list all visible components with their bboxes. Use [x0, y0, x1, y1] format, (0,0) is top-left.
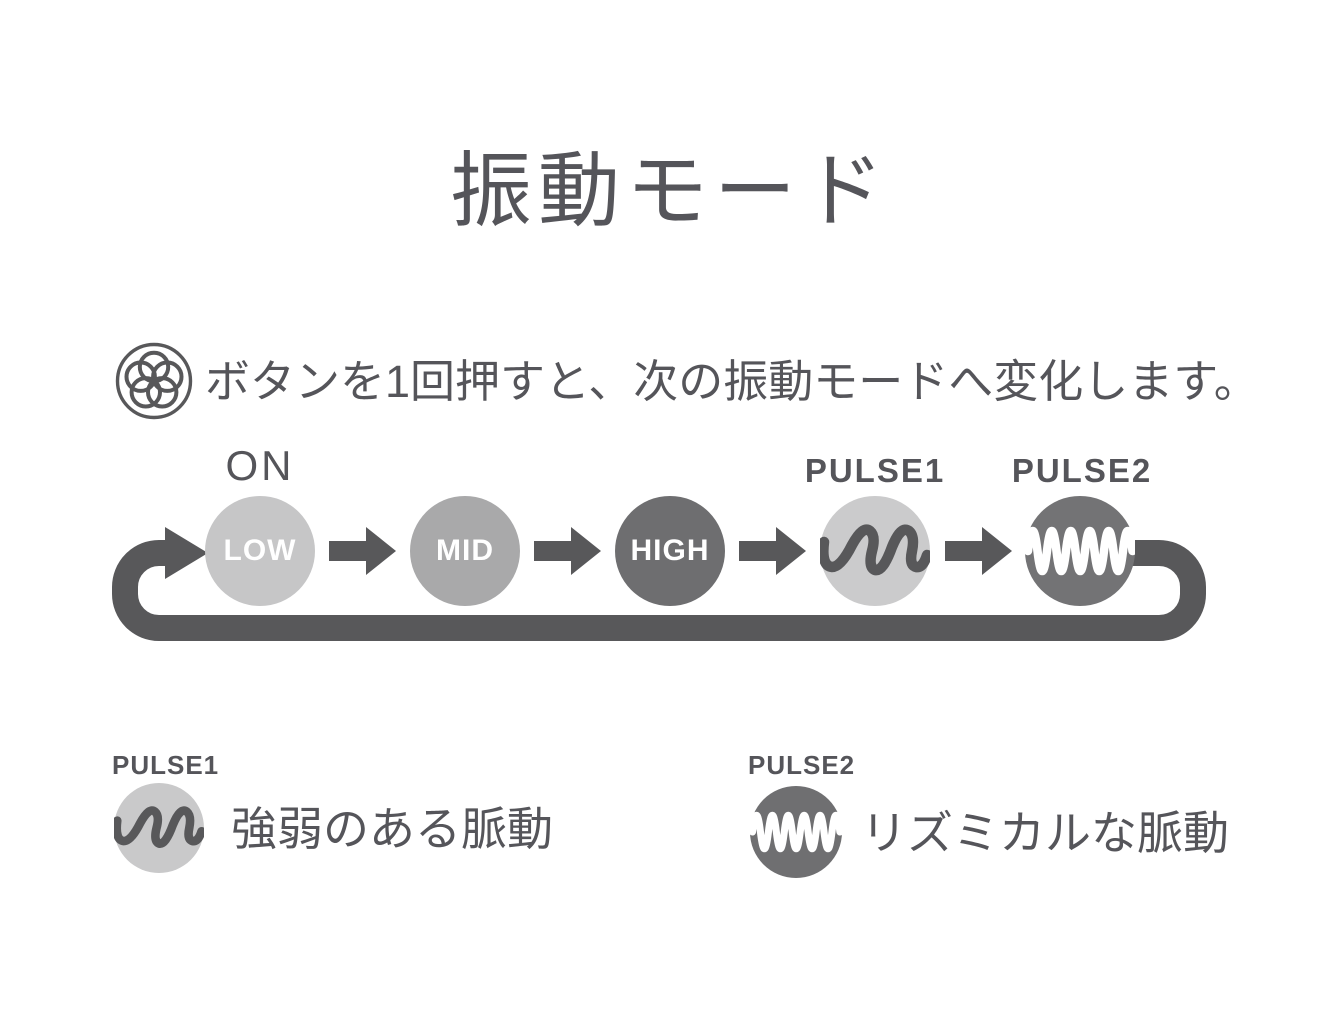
on-label: ON — [225, 442, 295, 489]
flow-diagram: ON PULSE1 PULSE2 LOW MID HIGH — [0, 430, 1340, 680]
note-text: ボタンを1回押すと、次の振動モードへ変化します。 — [205, 356, 1259, 407]
mode-circle-pulse2 — [1025, 496, 1135, 606]
legend-circle-pulse1 — [114, 783, 204, 873]
legend-label-pulse1: PULSE1 — [112, 750, 220, 780]
mode-label: LOW — [223, 534, 297, 567]
pulse2-flow-label: PULSE2 — [1011, 452, 1153, 489]
mode-label: HIGH — [630, 534, 710, 567]
mode-circle-low: LOW — [205, 496, 315, 606]
mode-circle-mid: MID — [410, 496, 520, 606]
flow-arrow — [945, 527, 1012, 575]
loop-arrowhead — [165, 527, 208, 579]
pulse1-flow-label: PULSE1 — [804, 452, 946, 489]
pulse2-wave-icon — [1025, 526, 1135, 576]
pulse2-wave-icon — [750, 811, 842, 853]
legend-description-pulse1: 強弱のある脈動 — [231, 803, 553, 855]
legend-description-pulse2: リズミカルな脈動 — [861, 807, 1229, 859]
flow-arrows-and-loop — [112, 527, 1206, 641]
pulse1-wave-icon — [820, 524, 930, 576]
mode-label: MID — [436, 534, 494, 567]
legend-circle-pulse2 — [750, 786, 842, 878]
loop-arrow-path — [112, 540, 1206, 641]
flower-button-icon — [115, 342, 193, 420]
flow-arrow — [534, 527, 601, 575]
flow-arrow — [329, 527, 396, 575]
pulse1-wave-icon — [114, 806, 204, 848]
flow-arrow — [739, 527, 806, 575]
mode-circle-high: HIGH — [615, 496, 725, 606]
legend-label-pulse2: PULSE2 — [748, 750, 856, 780]
page-title: 振動モード — [449, 146, 890, 237]
mode-circle-pulse1 — [820, 496, 930, 606]
